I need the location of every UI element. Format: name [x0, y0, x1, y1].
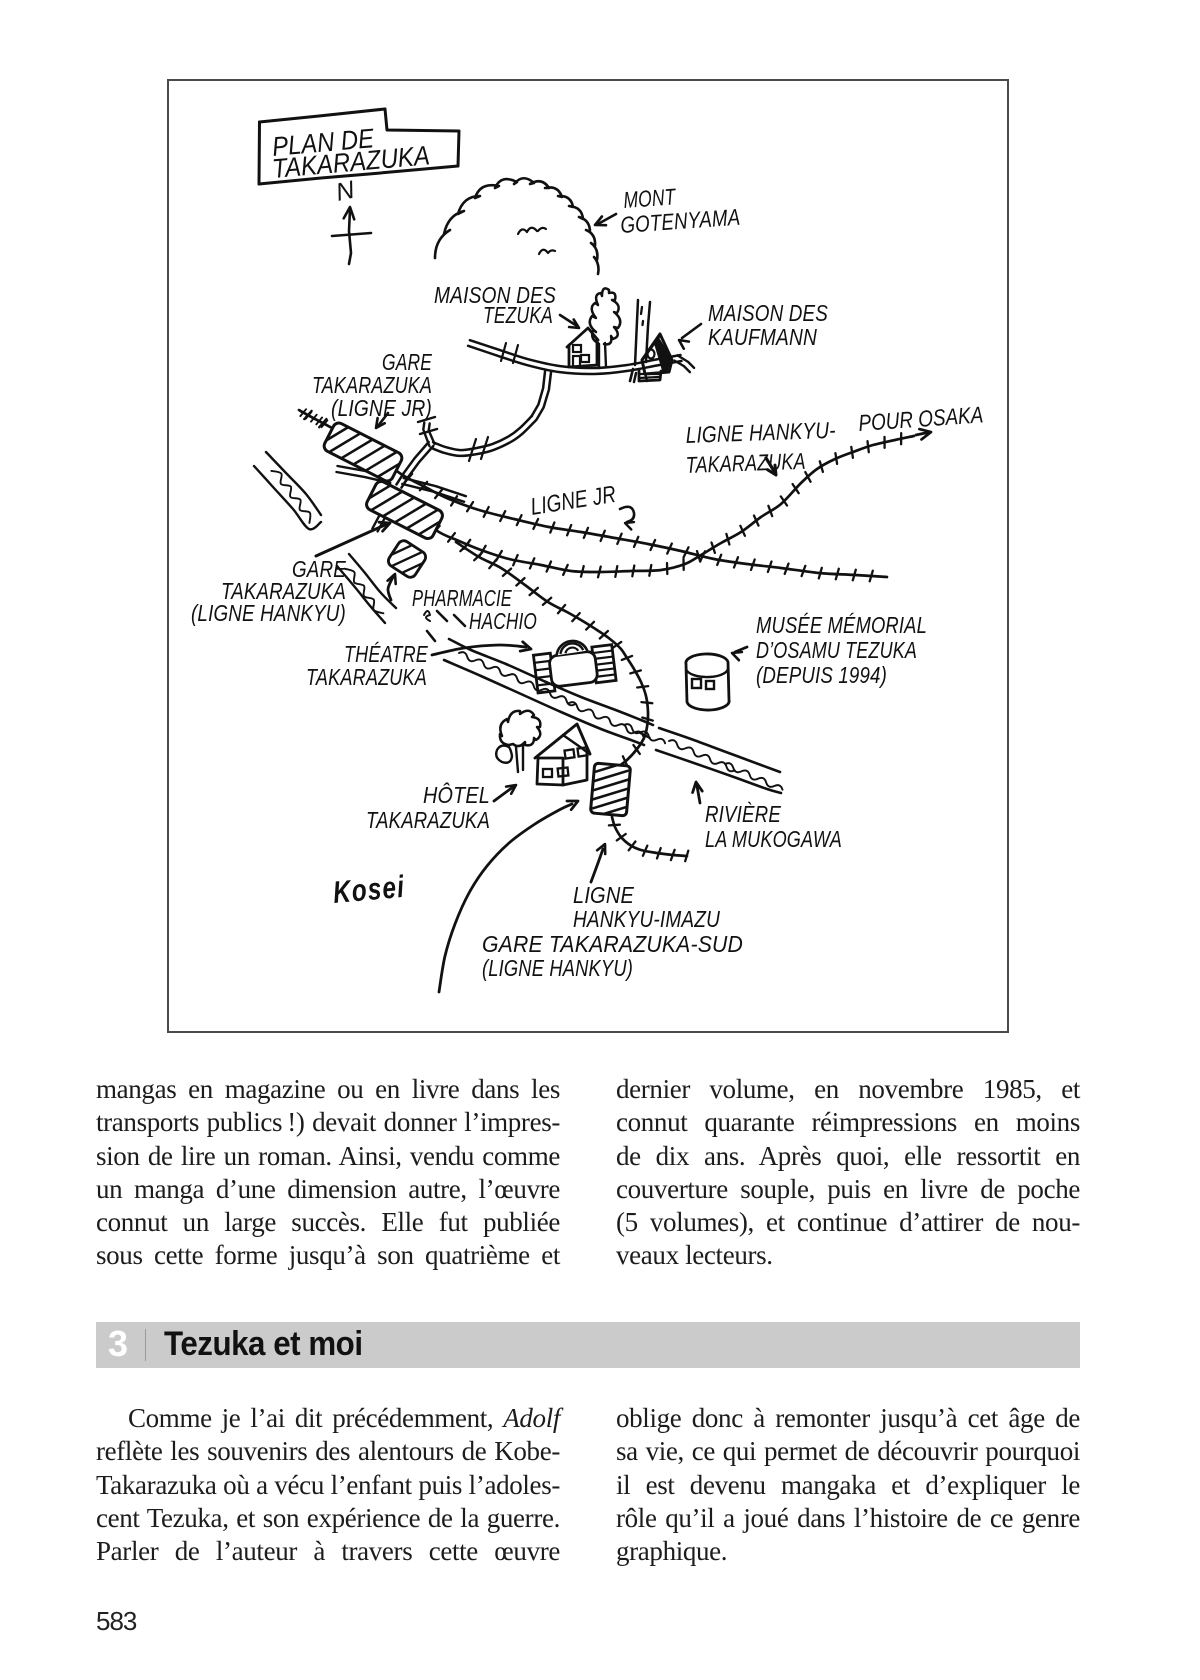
svg-text:N: N [333, 176, 357, 207]
svg-text:THÉATRE: THÉATRE [344, 641, 428, 667]
svg-text:MAISON DES: MAISON DES [434, 282, 556, 308]
svg-text:GARE: GARE [292, 556, 346, 582]
svg-text:LIGNE: LIGNE [573, 882, 634, 908]
svg-text:HÔTEL: HÔTEL [423, 781, 490, 808]
svg-text:TAKARAZUKA: TAKARAZUKA [685, 448, 806, 478]
svg-text:D’OSAMU TEZUKA: D’OSAMU TEZUKA [756, 637, 917, 663]
svg-text:MONT: MONT [623, 183, 678, 213]
svg-text:RIVIÈRE: RIVIÈRE [705, 801, 781, 827]
svg-text:(LIGNE HANKYU): (LIGNE HANKYU) [191, 600, 346, 626]
svg-text:Kosei: Kosei [332, 869, 407, 910]
svg-text:HANKYU-IMAZU: HANKYU-IMAZU [573, 906, 720, 932]
svg-text:TAKARAZUKA: TAKARAZUKA [366, 807, 490, 833]
svg-text:KAUFMANN: KAUFMANN [708, 324, 817, 350]
svg-text:TAKARAZUKA: TAKARAZUKA [221, 578, 346, 604]
svg-text:HACHIO: HACHIO [469, 608, 537, 634]
svg-text:PHARMACIE: PHARMACIE [412, 585, 512, 611]
svg-text:LIGNE HANKYU-: LIGNE HANKYU- [685, 417, 836, 448]
svg-text:MUSÉE MÉMORIAL: MUSÉE MÉMORIAL [756, 612, 927, 638]
svg-text:LA MUKOGAWA: LA MUKOGAWA [705, 826, 842, 852]
svg-text:(LIGNE HANKYU): (LIGNE HANKYU) [482, 955, 633, 981]
svg-text:TAKARAZUKA: TAKARAZUKA [312, 372, 432, 398]
svg-text:(LIGNE JR): (LIGNE JR) [331, 395, 432, 421]
svg-text:LIGNE JR: LIGNE JR [529, 481, 618, 521]
svg-text:GARE: GARE [382, 349, 432, 375]
svg-text:TEZUKA: TEZUKA [483, 302, 553, 328]
svg-text:POUR OSAKA: POUR OSAKA [858, 401, 985, 436]
svg-text:MAISON DES: MAISON DES [708, 300, 828, 326]
svg-text:(DEPUIS 1994): (DEPUIS 1994) [756, 662, 887, 688]
svg-text:TAKARAZUKA: TAKARAZUKA [306, 664, 427, 690]
svg-text:GARE TAKARAZUKA-SUD: GARE TAKARAZUKA-SUD [482, 931, 743, 957]
